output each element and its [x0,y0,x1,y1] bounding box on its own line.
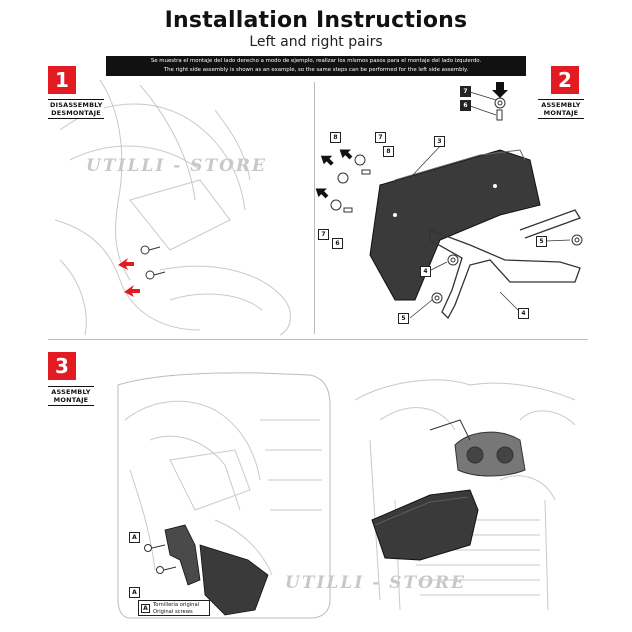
step-3-label-es: MONTAJE [53,396,89,404]
step-3-number: 3 [48,352,76,380]
callout-8-left: 8 [330,132,341,143]
callout-4-low: 4 [518,308,529,319]
page-title: Installation Instructions [164,8,468,33]
step3-left-sketch [124,400,322,576]
step-2-label: ASSEMBLY MONTAJE [538,99,584,119]
callout-A-upper: A [129,532,140,543]
callout-4-mid: 4 [420,266,431,277]
note-english: The right side assembly is shown as an e… [163,67,469,73]
step-1-label: DISASSEMBLY DESMONTAJE [48,99,104,119]
callout-5-low: 5 [398,313,409,324]
step3-right-headlight [429,419,526,477]
step3-left-parts [144,524,269,616]
watermark-top: UTILLI - STORE [86,156,267,176]
step2-deflector-part [369,149,541,301]
original-screws-letter: A [141,604,150,613]
step3-left-frame [117,372,331,619]
callout-5-right: 5 [536,236,547,247]
original-screws-text: Tornillería original Original screws [153,602,199,615]
step3-right-deflector [371,489,479,561]
step2-arrows [315,82,508,199]
step2-hardware [330,97,583,304]
callout-3-deflector: 3 [434,136,445,147]
step-1-number: 1 [48,66,76,94]
original-screws-line-es: Tornillería original [153,602,200,608]
step3-right-sketch [354,379,576,611]
step-1-label-en: DISASSEMBLY [50,101,103,109]
step-2-label-es: MONTAJE [543,109,579,117]
step1-motorcycle-sketch [54,79,291,336]
step-3-label: ASSEMBLY MONTAJE [48,386,94,406]
callout-7-low: 7 [318,229,329,240]
original-screws-line-en: Original screws [153,608,193,615]
panel-divider-vertical [314,82,315,334]
step-3-label-en: ASSEMBLY [51,388,91,396]
callout-7-top: 7 [460,86,471,97]
callout-8-mid: 8 [383,146,394,157]
assembly-note-bar: Se muestra el montaje del lado derecho a… [106,56,526,76]
original-screws-note: A Tornillería original Original screws [138,600,210,616]
step-2-label-en: ASSEMBLY [541,101,581,109]
callout-6-top: 6 [460,100,471,111]
step1-bolts [140,245,166,280]
step-2-number: 2 [551,66,579,94]
watermark-bottom: UTILLI - STORE [285,573,466,593]
callout-A-lower: A [129,587,140,598]
step-1-label-es: DESMONTAJE [51,109,101,117]
note-spanish: Se muestra el montaje del lado derecho a… [150,58,482,64]
page-subtitle: Left and right pairs [249,34,383,50]
step1-red-arrows [118,258,140,297]
step2-bracket-part [429,209,581,320]
callout-6-low: 6 [332,238,343,249]
callout-7-mid: 7 [375,132,386,143]
panel-divider-horizontal [48,339,588,340]
